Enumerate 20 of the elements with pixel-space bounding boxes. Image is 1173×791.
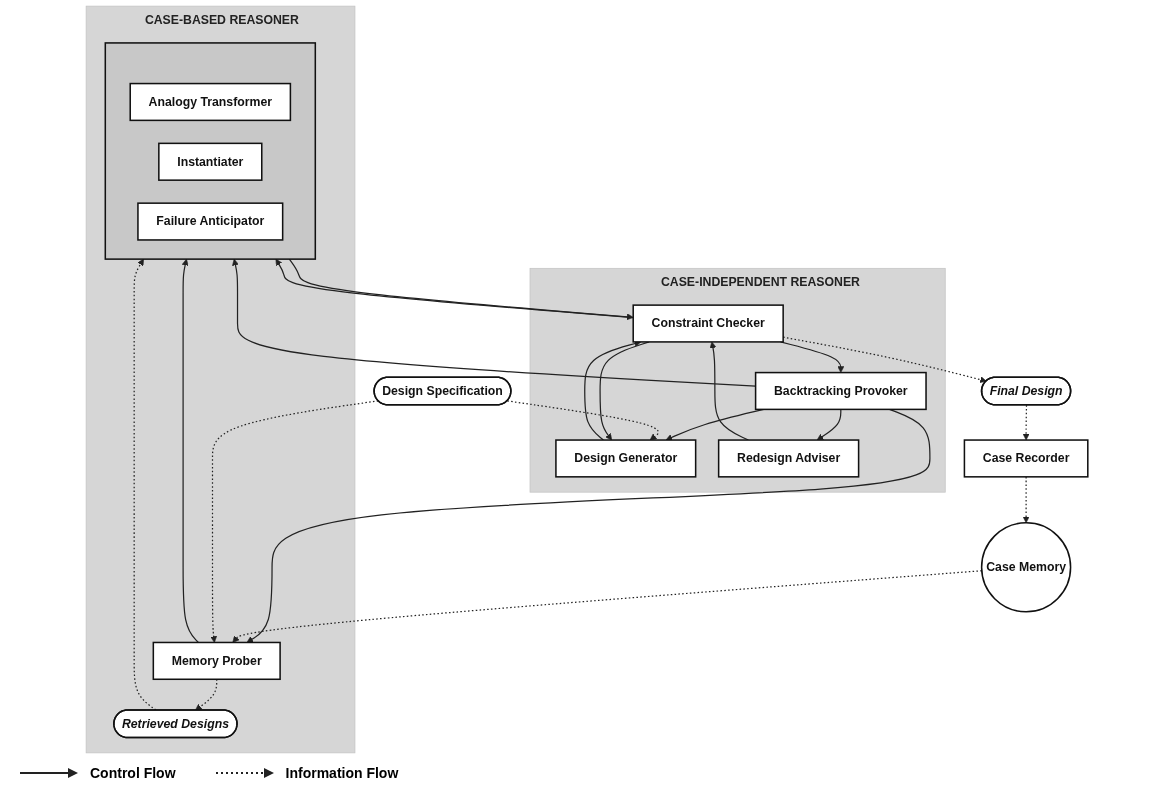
legend-label: Control Flow: [90, 765, 176, 781]
arrow: [181, 258, 199, 644]
node-box: Design Generator: [554, 439, 696, 478]
arrow: [231, 258, 756, 387]
node-box: Failure Anticipator: [136, 202, 283, 241]
legend-label: Information Flow: [285, 765, 399, 781]
arrow: [816, 408, 841, 441]
arrow: [583, 340, 641, 441]
node-box: Constraint Checker: [631, 304, 784, 343]
arrow: [709, 341, 749, 441]
node-box: Analogy Transformer: [129, 82, 291, 122]
arrow: [1022, 404, 1029, 441]
node-box: Case Recorder: [963, 439, 1089, 478]
arrow: [246, 408, 931, 643]
cluster: [104, 42, 316, 260]
node-box: Redesign Adviser: [717, 439, 859, 478]
node-box: Instantiater: [157, 142, 263, 181]
node-box: Backtracking Provoker: [754, 371, 927, 411]
node-box: Memory Prober: [152, 641, 281, 681]
node-circle: Case Memory: [980, 522, 1071, 613]
